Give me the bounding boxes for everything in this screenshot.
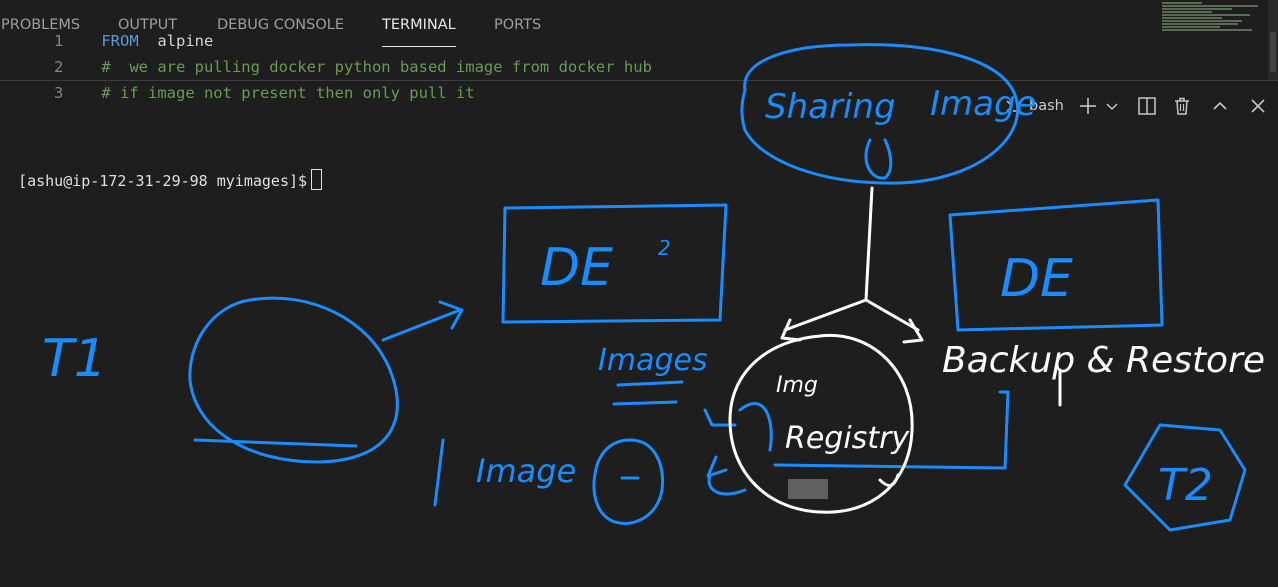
de-right-box bbox=[948, 198, 1164, 332]
chevron-down-icon[interactable] bbox=[1101, 95, 1123, 117]
t1-underline bbox=[193, 438, 358, 448]
registry-to-backup-line bbox=[773, 390, 1010, 470]
registry-hook bbox=[878, 473, 900, 487]
code-line-3[interactable]: 3 # if image not present then only pull i… bbox=[0, 54, 475, 102]
code-line-1[interactable]: 1 FROM alpine bbox=[0, 2, 213, 50]
t1-label: T1 bbox=[42, 329, 107, 389]
sharing-ellipse bbox=[740, 43, 1020, 185]
code-comment: # we are pulling docker python based ima… bbox=[101, 58, 652, 76]
registry-label-line1: Img bbox=[776, 373, 818, 398]
dockerfile-keyword: FROM bbox=[101, 32, 139, 50]
chevron-up-icon[interactable] bbox=[1209, 95, 1231, 117]
registry-circle bbox=[728, 333, 914, 514]
backup-restore-label: Backup & Restore bbox=[942, 340, 1265, 381]
close-icon[interactable] bbox=[1247, 95, 1269, 117]
tab-output[interactable]: OUTPUT bbox=[118, 17, 178, 33]
dockerfile-argument: alpine bbox=[157, 32, 214, 50]
tree-arrow-left bbox=[780, 318, 802, 342]
sharing-label: Sharing bbox=[765, 87, 896, 127]
editor-scrollbar-thumb[interactable] bbox=[1270, 32, 1276, 72]
minimap[interactable] bbox=[1162, 2, 1266, 34]
t1-container-circle bbox=[188, 296, 399, 464]
code-line-2[interactable]: 2 # we are pulling docker python based im… bbox=[0, 28, 652, 76]
image-bottom-label: Image bbox=[476, 452, 576, 490]
de-left-mark: 2 bbox=[658, 236, 671, 260]
de-right-label: DE bbox=[1000, 249, 1073, 309]
tree-arrow-right bbox=[902, 318, 924, 344]
line-number: 3 bbox=[53, 84, 64, 102]
terminal-cursor bbox=[311, 169, 323, 190]
split-icon[interactable] bbox=[1136, 95, 1158, 117]
sharing-hook bbox=[864, 138, 893, 180]
image-top-label: Image bbox=[930, 84, 1036, 124]
add-icon[interactable] bbox=[1077, 95, 1099, 117]
code-comment: # if image not present then only pull it bbox=[101, 84, 475, 102]
tab-debug-console[interactable]: DEBUG CONSOLE bbox=[217, 17, 344, 33]
arrow-to-de-left bbox=[381, 300, 464, 342]
arrow-to-image bbox=[706, 455, 747, 496]
terminal-name[interactable]: bash bbox=[1029, 98, 1064, 114]
de-left-label: DE bbox=[540, 238, 613, 298]
image-circle bbox=[592, 438, 665, 525]
terminal-prompt-line[interactable]: [ashu@ip-172-31-29-98 myimages]$ bbox=[0, 142, 323, 190]
terminal-prompt: [ashu@ip-172-31-29-98 myimages]$ bbox=[18, 172, 308, 190]
images-underline-1 bbox=[616, 380, 684, 387]
t2-label: T2 bbox=[1158, 460, 1213, 511]
tree-trunk bbox=[783, 186, 920, 332]
line-number: 1 bbox=[53, 32, 64, 50]
tab-terminal[interactable]: TERMINAL bbox=[382, 0, 456, 48]
registry-scroll-block bbox=[788, 479, 828, 499]
code-editor[interactable]: 1 FROM alpine 2 # we are pulling docker py… bbox=[0, 0, 1278, 102]
images-underline-2 bbox=[612, 400, 678, 406]
tab-problems[interactable]: PROBLEMS bbox=[1, 17, 81, 33]
panel-divider[interactable] bbox=[0, 80, 1278, 81]
trash-icon[interactable] bbox=[1171, 95, 1193, 117]
tab-ports[interactable]: PORTS bbox=[494, 17, 542, 33]
registry-bracket bbox=[703, 402, 773, 452]
registry-label-line2: Registry bbox=[785, 421, 910, 456]
images-label: Images bbox=[598, 343, 708, 378]
image-slash bbox=[433, 438, 445, 507]
t2-polygon bbox=[1123, 423, 1247, 532]
line-number: 2 bbox=[53, 58, 64, 76]
de-left-box bbox=[501, 203, 728, 324]
